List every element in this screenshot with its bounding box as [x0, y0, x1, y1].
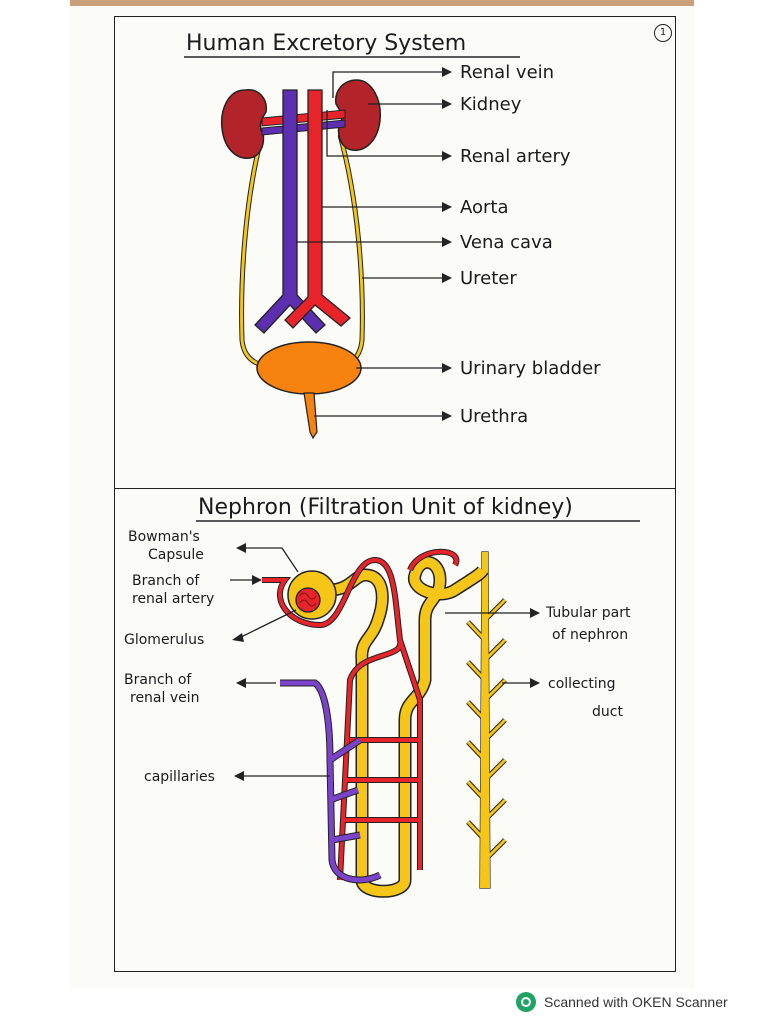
label-tubular-1: Tubular part [545, 605, 631, 621]
capillary-network-violet [280, 679, 382, 884]
left-kidney [220, 89, 267, 159]
right-ureter [338, 134, 364, 367]
label-bowmans-1: Bowman's [128, 529, 200, 545]
scan-edge [70, 0, 694, 6]
label-branch-artery-1: Branch of [132, 573, 200, 589]
scanner-footer: Scanned with OKEN Scanner [516, 990, 728, 1014]
label-branch-artery-2: renal artery [132, 591, 214, 607]
label-branch-vein-1: Branch of [124, 672, 192, 688]
label-capillaries: capillaries [144, 769, 215, 785]
label-ureter: Ureter [460, 268, 517, 289]
label-vena-cava: Vena cava [460, 232, 553, 253]
collecting-duct [466, 551, 507, 889]
page-number: 1 [654, 24, 672, 42]
nephron-diagram: Nephron (Filtration Unit of kidney) [124, 495, 640, 898]
glomerulus [295, 587, 321, 613]
label-bowmans-2: Capsule [148, 547, 204, 563]
page-border [114, 16, 676, 972]
glomerulus-texture [299, 592, 317, 607]
nephron-title: Nephron (Filtration Unit of kidney) [198, 495, 573, 520]
label-collecting-1: collecting [548, 676, 616, 692]
excretory-leader-lines [296, 71, 444, 417]
excretory-diagram: Human Excretory System [184, 31, 601, 440]
urethra [303, 392, 318, 440]
capillary-network-red [262, 548, 460, 881]
right-kidney [335, 79, 381, 151]
aorta [284, 89, 352, 329]
label-renal-artery: Renal artery [460, 146, 571, 167]
label-collecting-2: duct [592, 704, 623, 720]
left-ureter [240, 134, 267, 367]
section-divider [114, 488, 676, 489]
label-branch-vein-2: renal vein [130, 690, 200, 706]
footer-text: Scanned with OKEN Scanner [544, 994, 728, 1010]
excretory-arrowheads [442, 67, 452, 421]
label-urethra: Urethra [460, 406, 528, 427]
nephron-arrowheads [232, 543, 540, 781]
excretory-title: Human Excretory System [186, 31, 466, 56]
oken-scanner-logo-icon [516, 992, 536, 1012]
urinary-bladder [256, 341, 362, 395]
label-aorta: Aorta [460, 197, 509, 218]
nephron-tubule [329, 556, 489, 898]
label-tubular-2: of nephron [552, 627, 628, 643]
label-renal-vein: Renal vein [460, 62, 554, 83]
notebook-page [70, 6, 694, 988]
vena-cava [254, 89, 326, 334]
label-kidney: Kidney [460, 94, 522, 115]
label-urinary-bladder: Urinary bladder [460, 358, 601, 379]
label-glomerulus: Glomerulus [124, 632, 204, 648]
